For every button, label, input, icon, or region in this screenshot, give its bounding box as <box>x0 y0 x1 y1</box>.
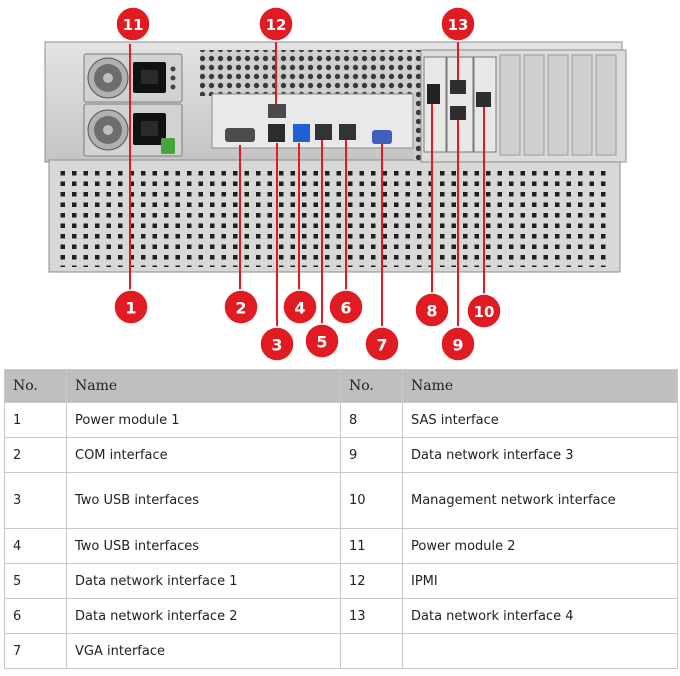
header-no-right: No. <box>340 369 403 403</box>
header-name-left: Name <box>66 369 341 403</box>
lan-port-1 <box>315 124 332 140</box>
callout-badge-10: 10 <box>466 293 502 329</box>
callout-badge-9: 9 <box>440 326 476 362</box>
row-no-right <box>340 633 403 669</box>
pcie-slot-covers <box>499 54 617 156</box>
callout-badge-label: 7 <box>376 336 387 355</box>
callout-badge-2: 2 <box>223 289 259 325</box>
callout-badge-8: 8 <box>414 292 450 328</box>
row-no-right: 11 <box>340 528 403 564</box>
table-row: 4 Two USB interfaces 11 Power module 2 <box>4 528 678 564</box>
row-name-left: Data network interface 1 <box>66 563 341 599</box>
row-name-left: Power module 1 <box>66 402 341 438</box>
callout-badge-label: 8 <box>426 302 437 321</box>
table-row: 1 Power module 1 8 SAS interface <box>4 402 678 438</box>
callout-badge-label: 9 <box>452 336 463 355</box>
callout-badge-label: 11 <box>123 16 144 34</box>
callout-badge-label: 13 <box>448 16 469 34</box>
row-name-right: Data network interface 3 <box>402 437 678 473</box>
sas-card <box>423 56 447 153</box>
callout-badge-13: 13 <box>440 6 476 42</box>
vga-port <box>372 130 392 144</box>
row-name-left: Two USB interfaces <box>66 528 341 564</box>
callout-badge-7: 7 <box>364 326 400 362</box>
power-module-1 <box>83 103 183 157</box>
row-no-left: 2 <box>4 437 67 473</box>
callout-badge-1: 1 <box>113 289 149 325</box>
callout-badge-label: 5 <box>316 333 327 352</box>
vent-grille <box>58 165 611 267</box>
usb-ports-blue <box>293 124 310 142</box>
header-name-right: Name <box>402 369 678 403</box>
callout-badge-label: 3 <box>271 336 282 355</box>
interface-table: No. Name No. Name 1 Power module 1 8 SAS… <box>4 369 678 669</box>
com-port <box>225 128 255 142</box>
usb-ports-black <box>268 124 285 142</box>
network-card <box>446 56 474 153</box>
callout-badge-6: 6 <box>328 289 364 325</box>
callout-badge-5: 5 <box>304 323 340 359</box>
row-name-right: Data network interface 4 <box>402 598 678 634</box>
header-no-left: No. <box>4 369 67 403</box>
mesh-vent <box>200 50 413 96</box>
row-name-right: SAS interface <box>402 402 678 438</box>
table-row: 5 Data network interface 1 12 IPMI <box>4 563 678 599</box>
row-name-right: IPMI <box>402 563 678 599</box>
row-no-left: 3 <box>4 472 67 529</box>
row-no-right: 10 <box>340 472 403 529</box>
row-name-left: Data network interface 2 <box>66 598 341 634</box>
table-row: 3 Two USB interfaces 10 Management netwo… <box>4 472 678 529</box>
callout-badge-12: 12 <box>258 6 294 42</box>
row-name-left: Two USB interfaces <box>66 472 341 529</box>
callout-leader-lines <box>129 42 485 326</box>
row-no-left: 6 <box>4 598 67 634</box>
callout-badge-label: 4 <box>294 299 305 318</box>
row-name-right: Management network interface <box>402 472 678 529</box>
row-name-left: VGA interface <box>66 633 341 669</box>
callout-badge-label: 12 <box>266 16 287 34</box>
lan-port-2 <box>339 124 356 140</box>
ipmi-port <box>268 104 286 118</box>
row-no-right: 12 <box>340 563 403 599</box>
lan-port-3 <box>450 106 466 120</box>
row-no-left: 5 <box>4 563 67 599</box>
row-no-left: 7 <box>4 633 67 669</box>
table-row: 6 Data network interface 2 13 Data netwo… <box>4 598 678 634</box>
row-name-right <box>402 633 678 669</box>
row-no-left: 1 <box>4 402 67 438</box>
row-no-right: 13 <box>340 598 403 634</box>
table-row: 7 VGA interface <box>4 633 678 669</box>
row-no-left: 4 <box>4 528 67 564</box>
table-row: 2 COM interface 9 Data network interface… <box>4 437 678 473</box>
mgmt-port <box>476 92 491 107</box>
callout-badge-3: 3 <box>259 326 295 362</box>
row-no-right: 8 <box>340 402 403 438</box>
sas-port <box>427 84 440 104</box>
power-module-2 <box>83 53 183 103</box>
row-no-right: 9 <box>340 437 403 473</box>
row-name-right: Power module 2 <box>402 528 678 564</box>
callout-badge-11: 11 <box>115 6 151 42</box>
callout-badge-label: 6 <box>340 299 351 318</box>
callout-badge-4: 4 <box>282 289 318 325</box>
row-name-left: COM interface <box>66 437 341 473</box>
table-header-row: No. Name No. Name <box>4 369 678 403</box>
callout-badge-label: 1 <box>125 299 136 318</box>
lan-port-4 <box>450 80 466 94</box>
callout-badge-label: 2 <box>235 299 246 318</box>
callout-badge-label: 10 <box>474 303 495 321</box>
